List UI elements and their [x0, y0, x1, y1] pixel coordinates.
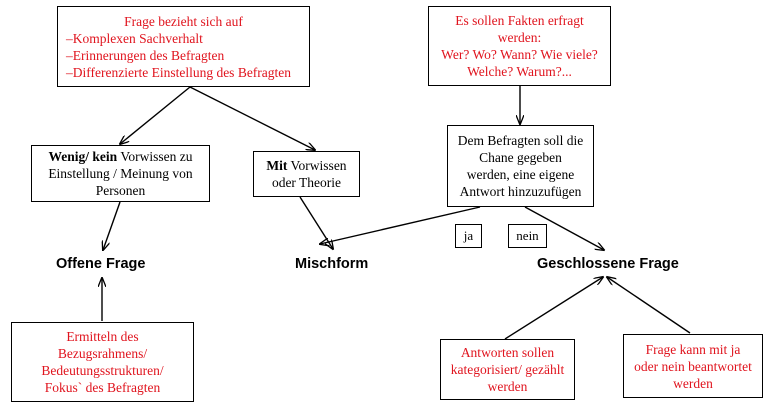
box-with-prior-knowledge: Mit Vorwissen oder Theorie [253, 151, 360, 197]
label-mischform: Mischform [295, 256, 369, 272]
box-little-prior-knowledge-bold: Wenig/ kein [48, 149, 118, 164]
arrow-middle-to-geschlossene [524, 206, 604, 250]
box-question-context-line-3: –Erinnerungen des Befragten [66, 47, 225, 63]
box-yes-no-answer-line-3: werden [673, 375, 713, 391]
box-facts-line-4: Welche? Warum?... [467, 64, 572, 79]
box-yes-no-answer: Frage kann mit ja oder nein beantwortet … [623, 334, 763, 398]
box-question-context-line-4: –Differenzierte Einstellung des Befragte… [66, 64, 292, 80]
box-facts: Es sollen Fakten erfragt werden: Wer? Wo… [428, 6, 611, 86]
box-categorized-answers-line-1: Antworten sollen [460, 345, 555, 360]
box-categorized-answers: Antworten sollen kategorisiert/ gezählt … [440, 339, 575, 400]
box-with-prior-knowledge-line-1: Mit Vorwissen [254, 157, 359, 174]
box-facts-line-3: Wer? Wo? Wann? Wie viele? [441, 47, 598, 62]
arrow-top-left-to-mit [189, 86, 315, 150]
box-little-prior-knowledge-line-1: Wenig/ kein Vorwissen zu [32, 148, 209, 165]
box-own-answer-line-4: Antwort hinzuzufügen [459, 184, 582, 199]
option-nein: nein [508, 224, 547, 248]
box-categorized-answers-line-3: werden [487, 379, 528, 394]
box-with-prior-knowledge-rest: Vorwissen [287, 158, 347, 173]
box-own-answer-line-3: werden, eine eigene [466, 167, 575, 182]
arrow-wenig-to-offene [103, 201, 121, 250]
box-reference-frame-line-1: Ermitteln des [66, 329, 139, 344]
box-with-prior-knowledge-bold: Mit [266, 158, 288, 173]
box-question-context-line-1: Frage bezieht sich auf [124, 13, 243, 29]
box-facts-line-2: werden: [497, 30, 542, 45]
box-with-prior-knowledge-line-2: oder Theorie [271, 175, 342, 190]
arrow-middle-to-misch [320, 206, 481, 244]
arrow-bottom-mid-to-geschlossene [504, 277, 603, 340]
box-categorized-answers-line-2: kategorisiert/ gezählt [450, 362, 565, 377]
option-ja: ja [455, 224, 482, 248]
arrow-mit-to-misch [299, 196, 333, 249]
box-own-answer: Dem Befragten soll die Chane gegeben wer… [447, 125, 594, 207]
label-geschlossene-frage: Geschlossene Frage [537, 256, 679, 272]
box-reference-frame-line-3: Bedeutungsstrukturen/ [41, 363, 164, 378]
box-question-context: Frage bezieht sich auf –Komplexen Sachve… [57, 6, 310, 87]
arrow-top-left-to-wenig [120, 86, 191, 144]
box-own-answer-line-2: Chane gegeben [479, 150, 562, 165]
box-little-prior-knowledge-rest: Vorwissen zu [117, 149, 193, 164]
option-ja-label: ja [463, 228, 474, 243]
arrow-bottom-right-to-geschlossene [607, 277, 691, 334]
box-reference-frame-line-2: Bezugsrahmens/ [57, 346, 148, 361]
box-little-prior-knowledge-line-3: Personen [95, 183, 146, 198]
box-reference-frame: Ermitteln des Bezugsrahmens/ Bedeutungss… [11, 322, 194, 402]
box-reference-frame-line-4: Fokus` des Befragten [44, 380, 161, 395]
label-offene-frage: Offene Frage [56, 256, 146, 272]
box-question-context-line-2: –Komplexen Sachverhalt [66, 30, 203, 46]
box-little-prior-knowledge-line-2: Einstellung / Meinung von [48, 166, 193, 181]
box-facts-line-1: Es sollen Fakten erfragt [455, 13, 584, 28]
box-yes-no-answer-line-2: oder nein beantwortet [634, 358, 752, 374]
box-little-prior-knowledge: Wenig/ kein Vorwissen zu Einstellung / M… [31, 145, 210, 202]
option-nein-label: nein [516, 228, 539, 243]
box-own-answer-line-1: Dem Befragten soll die [457, 133, 584, 148]
box-yes-no-answer-line-1: Frage kann mit ja [645, 341, 741, 357]
